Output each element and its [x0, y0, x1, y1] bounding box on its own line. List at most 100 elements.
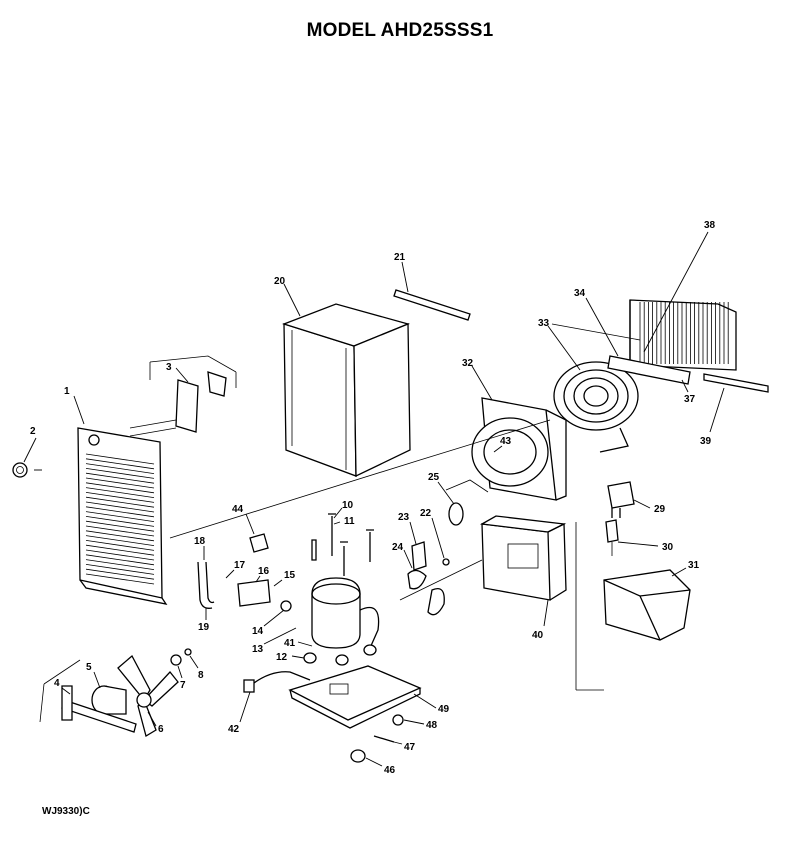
callout-43: 43 — [500, 436, 512, 447]
rail — [393, 289, 471, 321]
grille-slat — [85, 530, 155, 542]
bracket — [407, 569, 427, 590]
grille-slat — [85, 520, 155, 532]
blower-housing — [471, 397, 567, 501]
callout-2: 2 — [30, 426, 36, 437]
grille-slat — [85, 472, 155, 484]
grille-slat — [85, 458, 155, 470]
sensor — [605, 519, 619, 556]
grille-slat — [85, 463, 155, 474]
bolt — [328, 513, 336, 556]
callout-14: 14 — [252, 626, 264, 637]
grille-slat — [85, 549, 155, 561]
base-plate — [288, 665, 422, 729]
callout-10: 10 — [342, 500, 354, 511]
grille-slat — [85, 496, 155, 508]
grille-slat — [85, 487, 155, 498]
callout-24: 24 — [392, 542, 404, 553]
washer — [184, 648, 192, 656]
callout-6: 6 — [158, 724, 164, 735]
grille-slat — [85, 535, 155, 546]
callout-37: 37 — [684, 394, 696, 405]
grille-slat — [85, 554, 155, 566]
front-grille — [77, 427, 168, 605]
clamp — [249, 533, 269, 553]
callout-13: 13 — [252, 644, 264, 655]
callout-38: 38 — [704, 220, 716, 231]
callout-22: 22 — [420, 508, 432, 519]
power-cord — [249, 671, 311, 687]
fan-blade — [117, 654, 179, 738]
grille-slat — [85, 564, 155, 575]
grille-slat — [85, 544, 155, 556]
callout-20: 20 — [274, 276, 286, 287]
grille-slat — [85, 501, 155, 513]
callout-31: 31 — [688, 560, 700, 571]
grille-slat — [85, 506, 155, 518]
grille-slat — [85, 511, 155, 522]
control-bracket — [129, 355, 237, 437]
callout-34: 34 — [574, 288, 586, 299]
water-bucket — [603, 569, 691, 641]
callout-44: 44 — [232, 504, 244, 515]
grille-slat — [85, 453, 155, 465]
grille-slat — [85, 477, 155, 489]
callout-12: 12 — [276, 652, 288, 663]
partition-panel — [479, 515, 567, 601]
callout-42: 42 — [228, 724, 240, 735]
callout-7: 7 — [180, 680, 186, 691]
callout-3: 3 — [166, 362, 172, 373]
motor-bracket — [61, 685, 137, 733]
switch — [607, 481, 635, 518]
callout-11: 11 — [344, 516, 355, 527]
grille-slat — [85, 559, 155, 570]
evaporator-coil — [553, 361, 639, 453]
callout-32: 32 — [462, 358, 474, 369]
callout-48: 48 — [426, 720, 438, 731]
gasket — [448, 502, 464, 526]
grille-slat — [85, 573, 155, 585]
callout-8: 8 — [198, 670, 204, 681]
callout-15: 15 — [284, 570, 296, 581]
callout-21: 21 — [394, 252, 406, 263]
grille-slat — [85, 468, 155, 479]
nut — [170, 654, 182, 666]
callout-23: 23 — [398, 512, 410, 523]
drain-hose — [197, 561, 213, 609]
callout-19: 19 — [198, 622, 210, 633]
callout-1: 1 — [64, 386, 70, 397]
bracket — [411, 541, 427, 571]
callout-49: 49 — [438, 704, 450, 715]
callout-39: 39 — [700, 436, 712, 447]
callout-18: 18 — [194, 536, 206, 547]
grille-slat — [85, 482, 155, 494]
part-callouts: 1 2 3 4 5 6 7 8 10 11 12 13 14 — [23, 220, 725, 776]
callout-25: 25 — [428, 472, 440, 483]
bolt — [340, 541, 348, 576]
grille-slat — [85, 540, 155, 551]
callout-41: 41 — [284, 638, 296, 649]
callout-40: 40 — [532, 630, 544, 641]
condenser-bracket — [607, 355, 691, 385]
callout-33: 33 — [538, 318, 550, 329]
grille-slat — [85, 516, 155, 527]
callout-17: 17 — [234, 560, 246, 571]
grille-slat — [85, 492, 155, 503]
callout-46: 46 — [384, 765, 396, 776]
cabinet-cover — [282, 303, 411, 478]
callout-47: 47 — [404, 742, 416, 753]
drawing-code: WJ9330)C — [42, 806, 90, 817]
compressor — [311, 577, 380, 649]
callout-29: 29 — [654, 504, 666, 515]
control-knob — [12, 462, 42, 478]
callout-30: 30 — [662, 542, 674, 553]
capacitor — [237, 579, 271, 607]
fan-motor — [91, 685, 127, 715]
mounting-strip — [703, 373, 769, 393]
diagram-title: MODEL AHD25SSS1 — [306, 20, 494, 41]
grille-slat — [85, 568, 155, 580]
grommet — [280, 600, 292, 612]
grille-slat — [85, 525, 155, 537]
callout-16: 16 — [258, 566, 270, 577]
